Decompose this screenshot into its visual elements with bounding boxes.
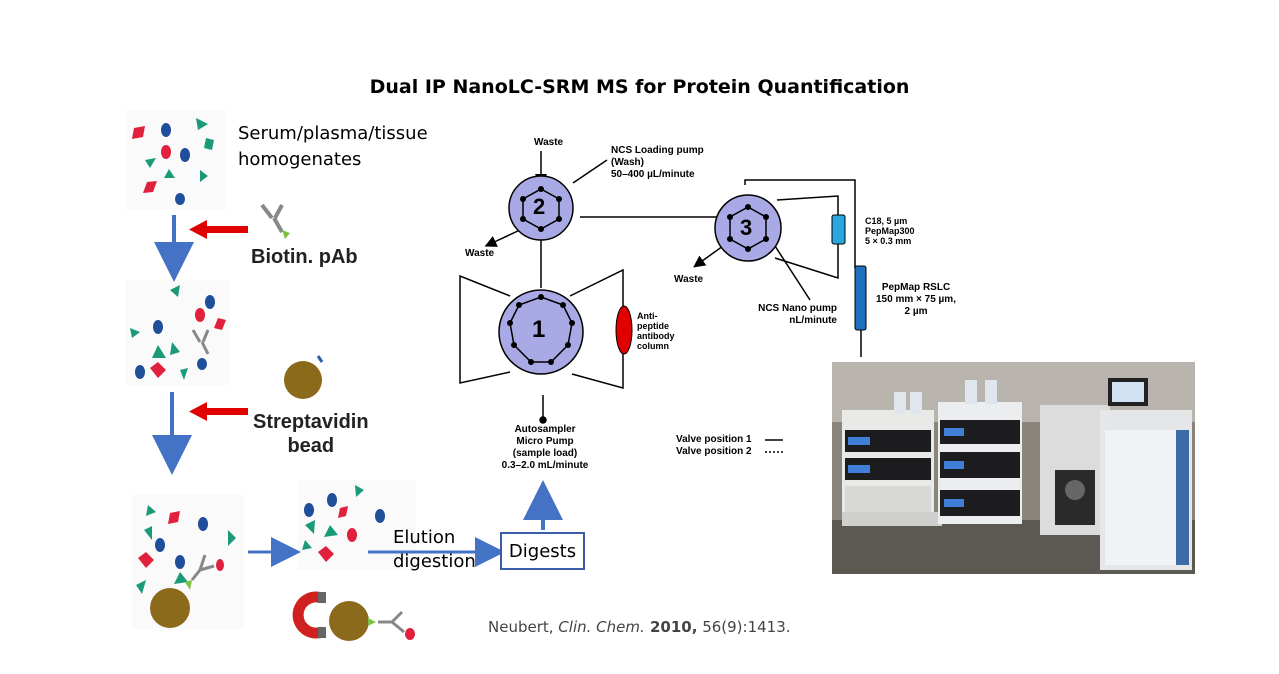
- anti-line3: antibody: [637, 331, 675, 341]
- digests-box: Digests: [500, 532, 585, 570]
- citation: Neubert, Clin. Chem. 2010, 56(9):1413.: [488, 618, 791, 636]
- autosampler-line4: 0.3–2.0 mL/minute: [501, 460, 589, 471]
- c18-line2: PepMap300: [865, 226, 915, 236]
- nano-pump-label: NCS Nano pump nL/minute: [757, 303, 837, 327]
- anti-line2: peptide: [637, 321, 670, 331]
- autosampler-line2: Micro Pump: [516, 436, 574, 447]
- waste-left-label: Waste: [465, 248, 495, 259]
- c18-label: C18, 5 µm PepMap300 5 × 0.3 mm: [865, 216, 915, 246]
- citation-journal: Clin. Chem.: [558, 618, 645, 636]
- valve-1: [498, 289, 584, 375]
- anti-peptide-column: [615, 305, 633, 355]
- valve-pos1-label: Valve position 1: [676, 434, 752, 445]
- citation-volume: 56(9):1413.: [697, 618, 791, 636]
- bead-antibody-icon: [378, 610, 405, 634]
- sample-molecules-2: [125, 280, 230, 385]
- sample-label-line1: Serum/plasma/tissue: [238, 123, 428, 144]
- biotin-pab-label: Biotin. pAb: [251, 246, 358, 268]
- autosampler-line3: (sample load): [512, 448, 578, 459]
- reagent-arrow-2: [189, 402, 248, 421]
- autosampler-label: Autosampler Micro Pump (sample load) 0.3…: [500, 424, 590, 472]
- valve-2: [508, 175, 574, 241]
- eluted-molecules-4: [298, 480, 416, 570]
- streptavidin-bead-icon: [284, 361, 322, 399]
- rslc-line1: PepMap RSLC: [881, 282, 951, 293]
- nano-line1: NCS Nano pump: [758, 303, 837, 314]
- c18-line3: 5 × 0.3 mm: [865, 236, 912, 246]
- loading-pump-line1: NCS Loading pump: [611, 145, 704, 156]
- elution-line1: Elution: [393, 527, 456, 548]
- c18-line1: C18, 5 µm: [865, 216, 908, 226]
- magnet-icon: [292, 591, 326, 639]
- biotin-tag-icon: [282, 230, 290, 239]
- instrument-photo: [832, 362, 1195, 574]
- sample-molecules-1: [126, 110, 226, 210]
- rslc-line2: 150 mm × 75 µm,: [876, 294, 956, 305]
- magnetic-bead-icon: [329, 601, 369, 641]
- streptavidin-line1: Streptavidin: [253, 411, 369, 433]
- valve-1-number: 1: [532, 316, 546, 343]
- loading-pump-line2: (Wash): [611, 157, 644, 168]
- anti-line4: column: [637, 341, 670, 351]
- elution-label: Elution digestion: [393, 526, 476, 574]
- valve-3: [714, 194, 782, 262]
- pepmap-rslc-column: [854, 265, 867, 331]
- c18-trap-column: [831, 214, 846, 245]
- loading-pump-line3: 50–400 µL/minute: [611, 169, 695, 180]
- rslc-label: PepMap RSLC 150 mm × 75 µm, 2 µm: [876, 282, 956, 318]
- sample-label-line2: homogenates: [238, 149, 362, 170]
- elution-line2: digestion: [393, 551, 476, 572]
- valve-2-number: 2: [533, 194, 546, 219]
- anti-peptide-label: Anti- peptide antibody column: [637, 311, 675, 351]
- rslc-line3: 2 µm: [904, 306, 928, 317]
- valve-pos2-label: Valve position 2: [676, 446, 752, 457]
- antibody-icon: [260, 203, 284, 233]
- valve-3-number: 3: [740, 215, 753, 240]
- loading-pump-label: NCS Loading pump (Wash) 50–400 µL/minute: [611, 145, 704, 181]
- page-title: Dual IP NanoLC-SRM MS for Protein Quanti…: [369, 76, 910, 98]
- autosampler-line1: Autosampler: [514, 424, 576, 435]
- citation-author: Neubert,: [488, 618, 559, 636]
- citation-year: 2010,: [644, 618, 698, 636]
- valve-legend: Valve position 1 Valve position 2: [676, 434, 752, 458]
- streptavidin-bead-label: Streptavidin bead: [253, 410, 369, 458]
- streptavidin-tag-icon: [316, 355, 324, 363]
- sample-label: Serum/plasma/tissue homogenates: [238, 121, 428, 173]
- streptavidin-line2: bead: [287, 435, 335, 457]
- bead-complex-3: [132, 495, 244, 630]
- nano-line2: nL/minute: [789, 315, 837, 326]
- anti-line1: Anti-: [637, 311, 658, 321]
- reagent-arrow-1: [189, 220, 248, 239]
- waste-top-label: Waste: [534, 137, 564, 148]
- waste-right-label: Waste: [674, 274, 704, 285]
